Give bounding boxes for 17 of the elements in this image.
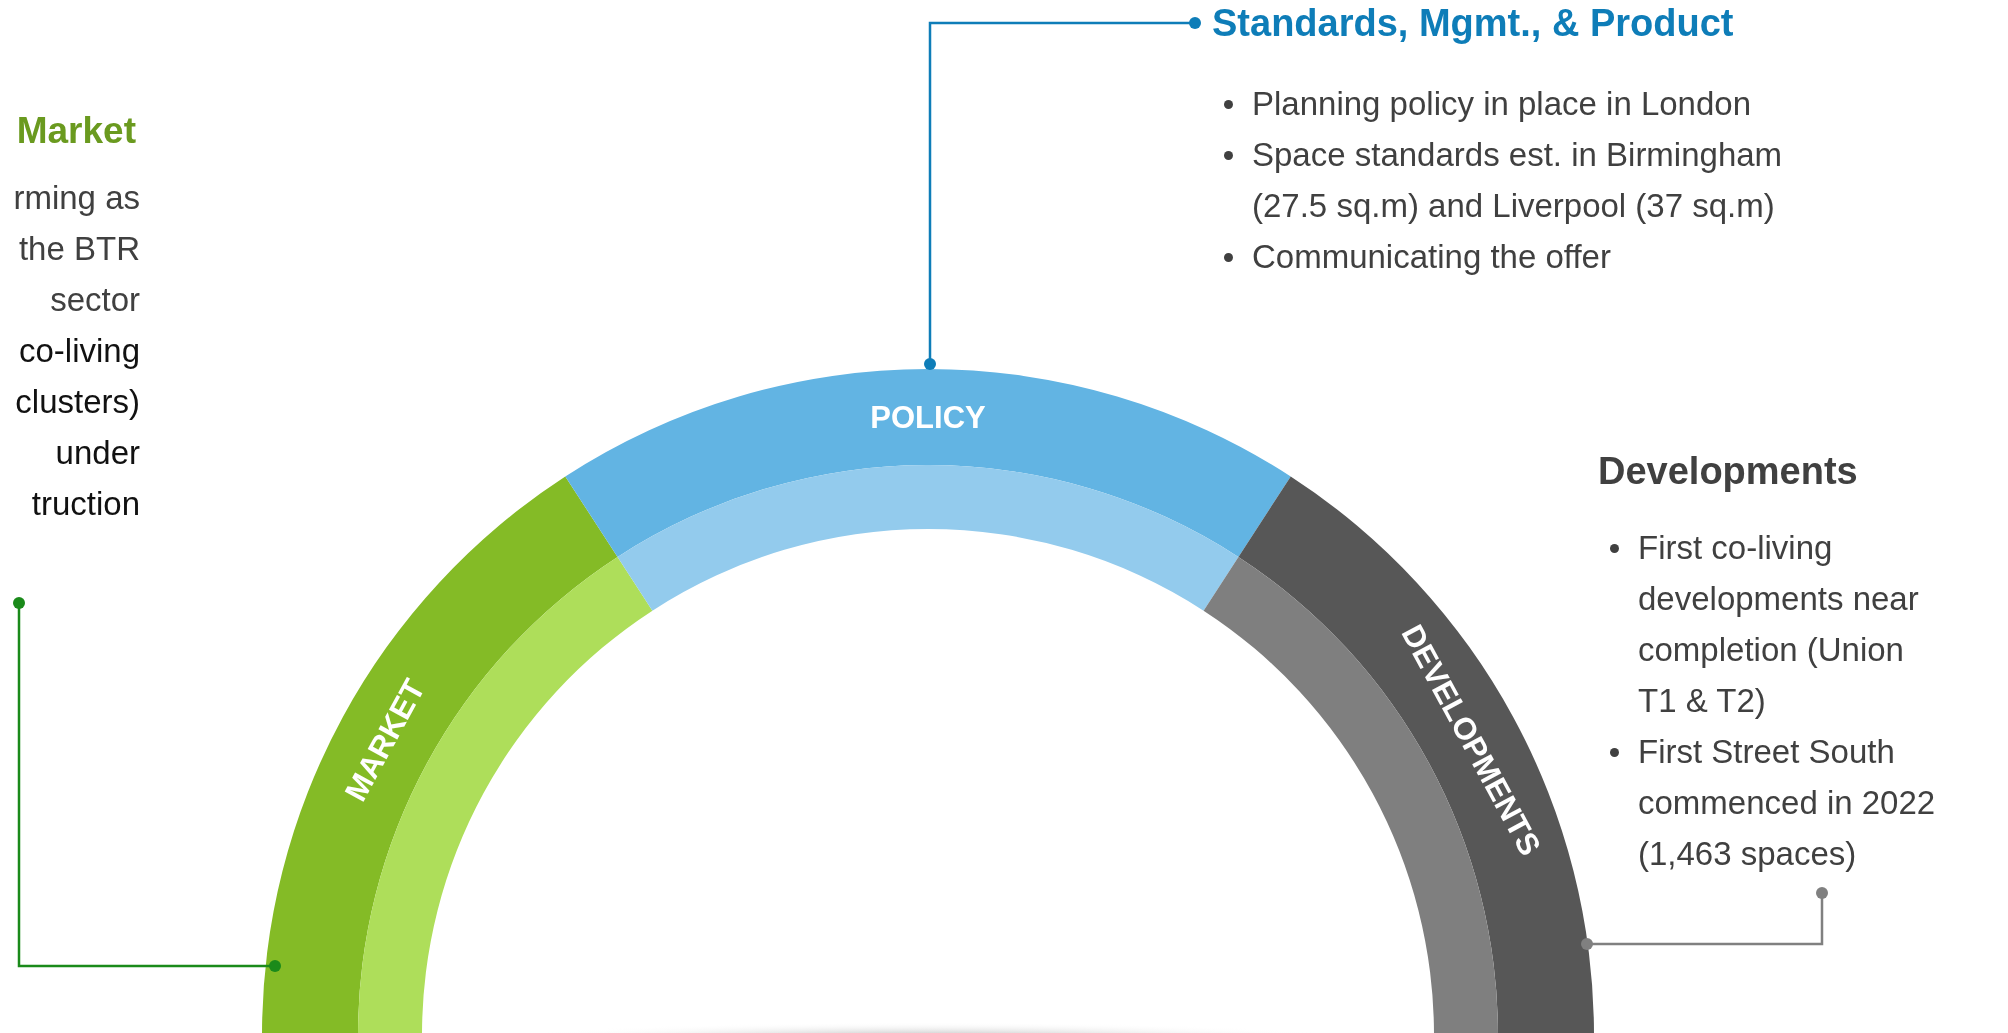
bullet-text: Space standards est. in Birmingham (27.5 sq.m) and Liverpool (37 sq.m)	[1252, 135, 1784, 226]
leader-line	[13, 597, 281, 972]
segment-label: POLICY	[870, 399, 986, 435]
section-heading: Market	[15, 110, 136, 152]
section-heading: Developments	[1598, 450, 1858, 493]
arc-segment	[262, 476, 653, 1033]
body-text: rming as the BTR sector	[12, 178, 140, 320]
leader-line	[924, 17, 1201, 370]
body-text: co-living clusters) under truction	[14, 331, 140, 524]
arc-segment	[1203, 476, 1594, 1033]
bullet-text: First co-living developments near completion (Union T1 & T2)	[1638, 528, 1920, 721]
section-heading: Standards, Mgmt., & Product	[1212, 2, 1734, 45]
bullet-text: Communicating the offer	[1252, 237, 1612, 277]
bullet-text: Planning policy in place in London	[1252, 84, 1753, 124]
bullet-text: First Street South commenced in 2022 (1,463 spaces)	[1638, 732, 1937, 874]
leader-line	[1581, 887, 1828, 950]
arc-segment	[565, 370, 1291, 611]
